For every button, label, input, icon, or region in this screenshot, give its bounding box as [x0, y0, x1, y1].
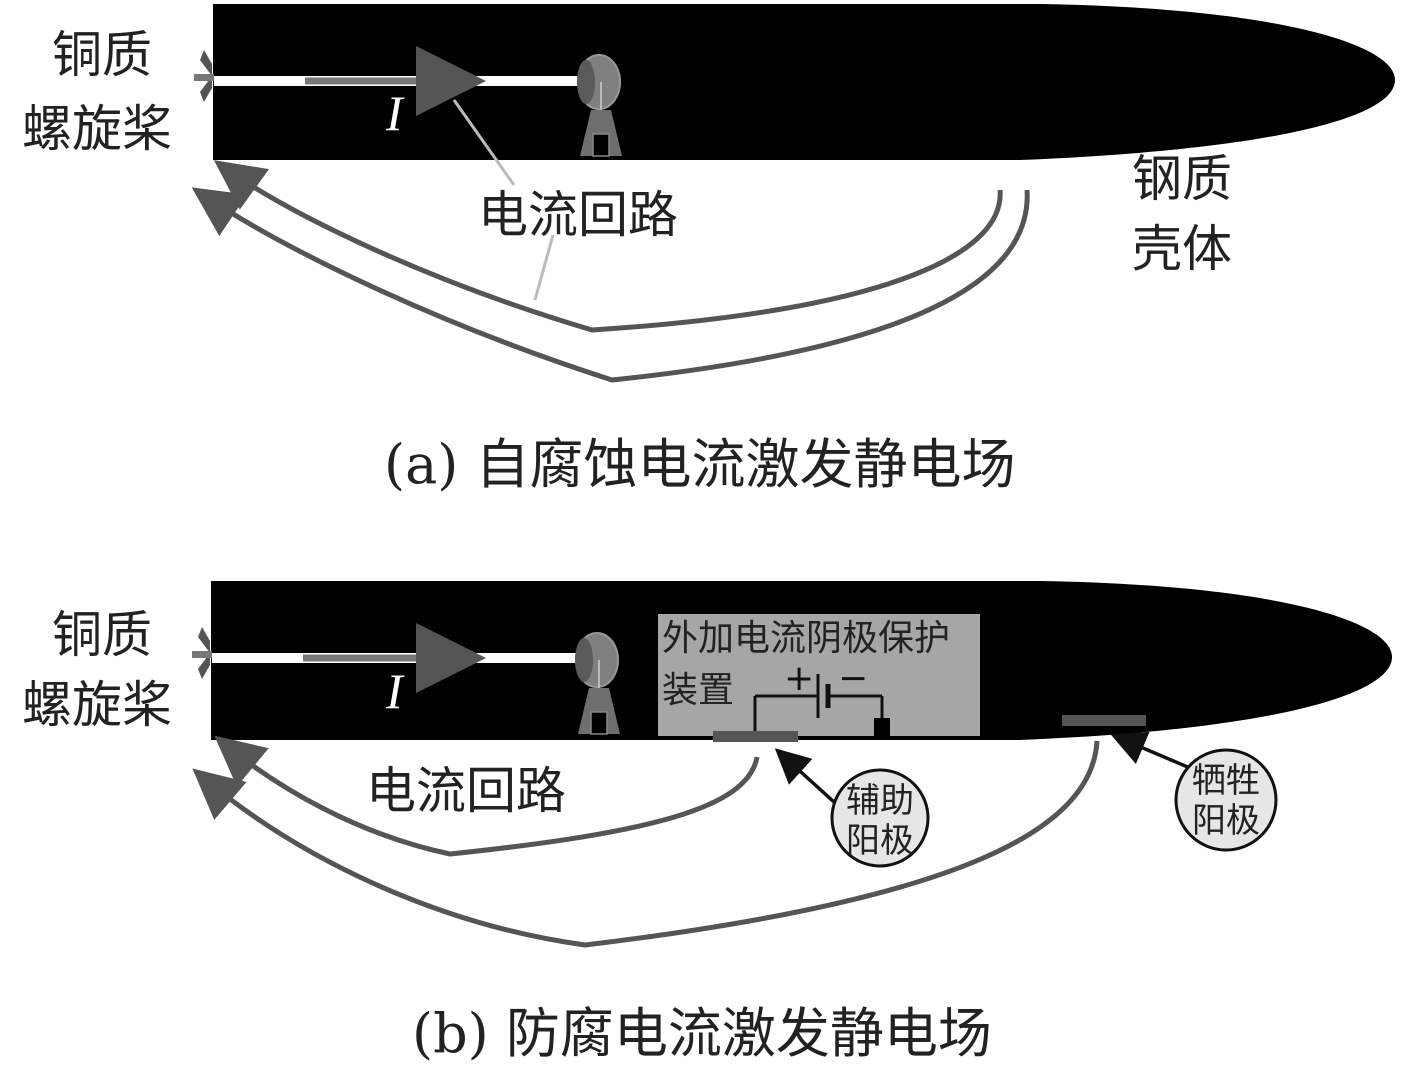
motor-icon [575, 632, 620, 735]
sacrificial-anode-plate [1062, 715, 1146, 726]
loop-leader-b [533, 234, 555, 301]
propeller-icon [192, 627, 212, 679]
current-symbol-a: I [385, 85, 405, 141]
device-label-line1: 外加电流阴极保护 [662, 618, 950, 659]
current-return-path-outer-b [192, 740, 1100, 948]
plus-sign: + [784, 658, 814, 699]
steel-hull-a [213, 4, 1395, 160]
propeller-label-line1-a: 铜质 [52, 26, 152, 84]
aux-anode-label-line1: 辅助 [846, 781, 914, 821]
motor-icon [577, 54, 622, 157]
auxiliary-anode-callout: 辅助 阳极 [830, 768, 930, 868]
sacrificial-anode-pointer [1110, 731, 1191, 770]
panel-b: I 铜质 螺旋桨 外加电流阴极保护 装置 + − 电流回路 [22, 581, 1392, 1065]
current-return-path-inner-b [214, 735, 760, 857]
sacrificial-anode-label-line2: 阳极 [1192, 801, 1260, 841]
propeller-label-line2-a: 螺旋桨 [22, 100, 172, 158]
battery-symbol [753, 674, 890, 736]
hull-label-line1-a: 钢质 [1132, 150, 1232, 208]
impressed-current-device: 外加电流阴极保护 装置 + − [658, 614, 980, 736]
loop-label-a: 电流回路 [478, 186, 678, 244]
sacrificial-anode-label-line1: 牺牲 [1192, 761, 1260, 801]
sacrificial-anode-callout: 牺牲 阳极 [1174, 748, 1278, 852]
propeller-label-line2-b: 螺旋桨 [22, 676, 172, 734]
aux-anode-label-line2: 阳极 [846, 821, 914, 861]
device-label-line2: 装置 [662, 670, 734, 711]
current-return-path-outer-a [191, 187, 1030, 383]
current-return-path-inner-a [213, 160, 1003, 333]
loop-leader-a [452, 99, 516, 186]
loop-label-b: 电流回路 [366, 762, 566, 820]
auxiliary-anode-plate [713, 731, 798, 742]
caption-b: (b) 防腐电流激发静电场 [412, 1002, 992, 1065]
panel-a: I 铜质 螺旋桨 电流回路 钢质 壳体 (a) 自腐蚀电流激发静电场 [22, 4, 1395, 496]
propeller-icon [194, 50, 214, 102]
current-symbol-b: I [385, 663, 405, 719]
hull-label-line2-a: 壳体 [1132, 220, 1232, 278]
propeller-label-line1-b: 铜质 [52, 606, 152, 664]
minus-sign: − [838, 658, 868, 699]
caption-a: (a) 自腐蚀电流激发静电场 [384, 433, 1016, 496]
